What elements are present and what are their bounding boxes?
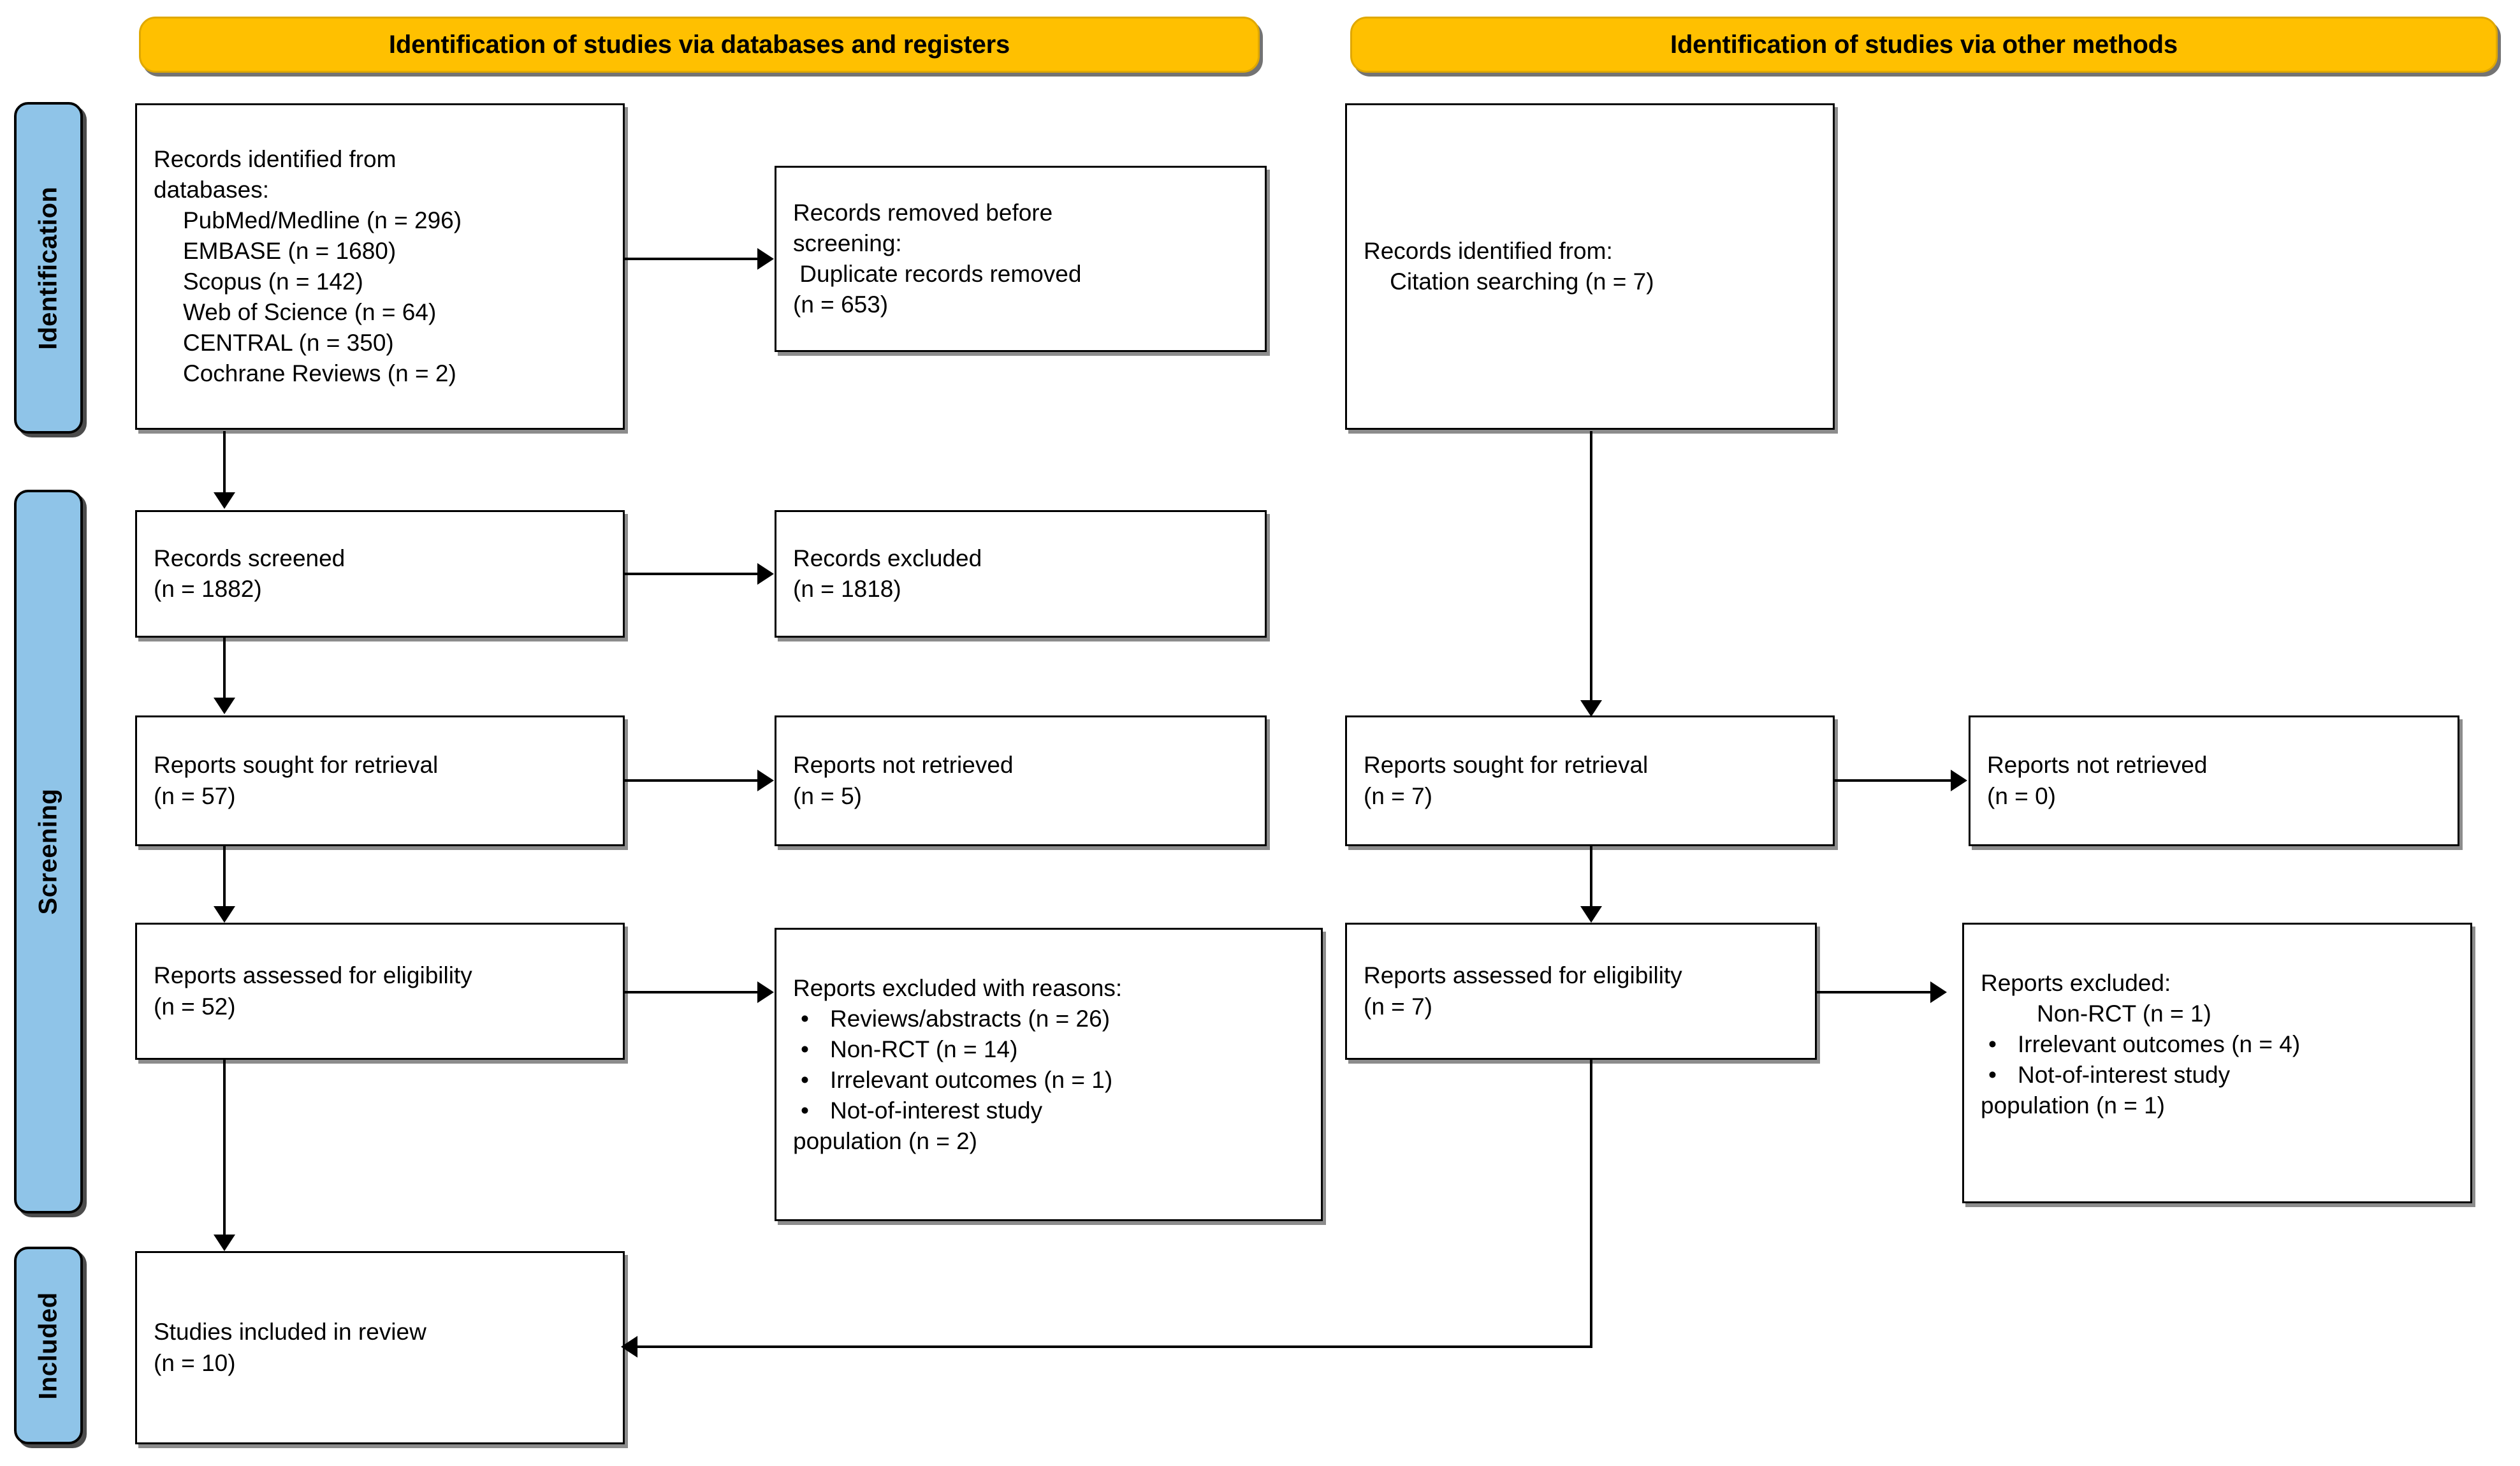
records-identified-databases-source-5: Cochrane Reviews (n = 2) xyxy=(183,360,456,387)
box-studies-included: Studies included in review (n = 10) xyxy=(135,1251,625,1444)
stage-label-identification: Identification xyxy=(34,186,62,349)
header-databases-registers: Identification of studies via databases … xyxy=(139,17,1260,73)
header-databases-label: Identification of studies via databases … xyxy=(388,31,1010,59)
reports-sought-right-text: Reports sought for retrieval (n = 7) xyxy=(1364,752,1649,809)
arrowhead-assessed-to-excluded-left xyxy=(757,981,774,1003)
box-reports-not-retrieved-left: Reports not retrieved (n = 5) xyxy=(775,715,1267,846)
arrowhead-sought-to-assessed-left xyxy=(214,906,235,923)
connector-assessed-to-excluded-left xyxy=(625,991,759,993)
connector-assessed-to-excluded-right xyxy=(1817,991,1932,993)
stage-label-included: Included xyxy=(34,1291,62,1400)
stage-rail-identification: Identification xyxy=(14,102,83,434)
box-reports-not-retrieved-right: Reports not retrieved (n = 0) xyxy=(1969,715,2459,846)
reports-excluded-right-title: Reports excluded: xyxy=(1981,970,2171,996)
records-removed-text: Records removed before screening: Duplic… xyxy=(793,199,1082,318)
records-identified-databases-source-3: Web of Science (n = 64) xyxy=(183,299,437,326)
bullet-icon: • xyxy=(801,1097,809,1124)
reports-excluded-left-title: Reports excluded with reasons: xyxy=(793,975,1123,1001)
reports-not-retrieved-right-text: Reports not retrieved (n = 0) xyxy=(1987,752,2208,809)
connector-identified-to-removed xyxy=(625,258,759,260)
reason-text: Irrelevant outcomes (n = 4) xyxy=(2018,1031,2301,1058)
arrowhead-screened-to-excluded xyxy=(757,563,774,585)
bullet-icon: • xyxy=(801,1006,809,1032)
arrowhead-sought-to-notretrieved-left xyxy=(757,770,774,791)
connector-assessed-right-to-included xyxy=(636,1345,1592,1348)
reports-assessed-right-text: Reports assessed for eligibility (n = 7) xyxy=(1364,962,1682,1020)
reports-excluded-left-list: • Reviews/abstracts (n = 26) • Non-RCT (… xyxy=(776,1004,1321,1126)
box-records-identified-other: Records identified from: Citation search… xyxy=(1345,103,1835,430)
list-item: • Irrelevant outcomes (n = 1) xyxy=(793,1065,1309,1096)
connector-identified-other-to-sought-right xyxy=(1590,431,1592,704)
box-reports-assessed-left: Reports assessed for eligibility (n = 52… xyxy=(135,923,625,1060)
box-reports-sought-left: Reports sought for retrieval (n = 57) xyxy=(135,715,625,846)
box-reports-excluded-right: Reports excluded: Non-RCT (n = 1) • Irre… xyxy=(1962,923,2472,1203)
records-identified-databases-source-1: EMBASE (n = 1680) xyxy=(183,237,397,264)
records-identified-databases-title: Records identified from databases: xyxy=(154,145,397,203)
reports-excluded-right-tail: population (n = 1) xyxy=(1981,1092,2166,1119)
list-item: Non-RCT (n = 1) xyxy=(1981,999,2459,1029)
reason-text: Non-RCT (n = 14) xyxy=(830,1036,1018,1063)
reports-sought-left-text: Reports sought for retrieval (n = 57) xyxy=(154,752,439,809)
reason-text: Irrelevant outcomes (n = 1) xyxy=(830,1067,1113,1094)
records-identified-other-text: Records identified from: Citation search… xyxy=(1364,237,1654,295)
arrowhead-identified-to-removed xyxy=(757,248,774,270)
connector-screened-to-sought xyxy=(223,638,226,701)
arrowhead-sought-to-assessed-right xyxy=(1580,906,1602,923)
connector-sought-to-assessed-right xyxy=(1590,846,1592,910)
connector-assessed-right-down xyxy=(1590,1060,1592,1348)
reason-text: Reviews/abstracts (n = 26) xyxy=(830,1006,1111,1032)
list-item: • Not-of-interest study xyxy=(1981,1060,2459,1090)
box-records-excluded: Records excluded (n = 1818) xyxy=(775,510,1267,638)
reason-text: Not-of-interest study xyxy=(2018,1062,2231,1089)
reason-text: Non-RCT (n = 1) xyxy=(2037,1001,2211,1027)
records-screened-text: Records screened (n = 1882) xyxy=(154,545,346,602)
connector-screened-to-excluded xyxy=(625,573,759,575)
stage-rail-included: Included xyxy=(14,1247,83,1444)
list-item: • Irrelevant outcomes (n = 4) xyxy=(1981,1029,2459,1060)
box-records-removed-before-screening: Records removed before screening: Duplic… xyxy=(775,166,1267,352)
arrowhead-assessed-to-excluded-right xyxy=(1930,981,1947,1003)
bullet-icon: • xyxy=(801,1036,809,1063)
bullet-icon: • xyxy=(1988,1031,1997,1058)
reason-text: Not-of-interest study xyxy=(830,1097,1043,1124)
list-item: • Reviews/abstracts (n = 26) xyxy=(793,1004,1309,1034)
box-records-screened: Records screened (n = 1882) xyxy=(135,510,625,638)
header-other-methods: Identification of studies via other meth… xyxy=(1350,17,2498,73)
arrowhead-screened-to-sought xyxy=(214,698,235,714)
records-identified-databases-source-0: PubMed/Medline (n = 296) xyxy=(183,207,462,233)
reports-excluded-right-list: Non-RCT (n = 1) • Irrelevant outcomes (n… xyxy=(1964,999,2470,1090)
reports-excluded-left-tail: population (n = 2) xyxy=(793,1128,978,1155)
bullet-icon: • xyxy=(1988,1062,1997,1089)
connector-sought-to-notretrieved-right xyxy=(1835,779,1953,782)
list-item: • Non-RCT (n = 14) xyxy=(793,1034,1309,1065)
box-records-identified-databases: Records identified from databases: PubMe… xyxy=(135,103,625,430)
reports-assessed-left-text: Reports assessed for eligibility (n = 52… xyxy=(154,962,472,1020)
connector-sought-to-assessed-left xyxy=(223,846,226,910)
stage-rail-screening: Screening xyxy=(14,490,83,1213)
studies-included-text: Studies included in review (n = 10) xyxy=(154,1319,426,1376)
box-reports-sought-right: Reports sought for retrieval (n = 7) xyxy=(1345,715,1835,846)
arrowhead-right-to-included xyxy=(621,1336,637,1358)
records-identified-databases-source-2: Scopus (n = 142) xyxy=(183,268,363,295)
arrowhead-sought-to-notretrieved-right xyxy=(1951,770,1967,791)
arrowhead-identified-other-to-sought-right xyxy=(1580,700,1602,717)
arrowhead-assessed-to-included xyxy=(214,1235,235,1251)
arrowhead-identified-to-screened xyxy=(214,492,235,509)
connector-identified-to-screened xyxy=(223,431,226,496)
list-item: • Not-of-interest study xyxy=(793,1096,1309,1126)
connector-assessed-to-included xyxy=(223,1060,226,1238)
bullet-icon: • xyxy=(801,1067,809,1094)
stage-label-screening: Screening xyxy=(34,788,62,915)
header-other-label: Identification of studies via other meth… xyxy=(1670,31,2178,59)
box-reports-assessed-right: Reports assessed for eligibility (n = 7) xyxy=(1345,923,1817,1060)
records-identified-databases-source-4: CENTRAL (n = 350) xyxy=(183,330,394,356)
reports-not-retrieved-left-text: Reports not retrieved (n = 5) xyxy=(793,752,1014,809)
box-reports-excluded-left: Reports excluded with reasons: • Reviews… xyxy=(775,928,1323,1221)
connector-sought-to-notretrieved-left xyxy=(625,779,759,782)
records-excluded-text: Records excluded (n = 1818) xyxy=(793,545,982,602)
